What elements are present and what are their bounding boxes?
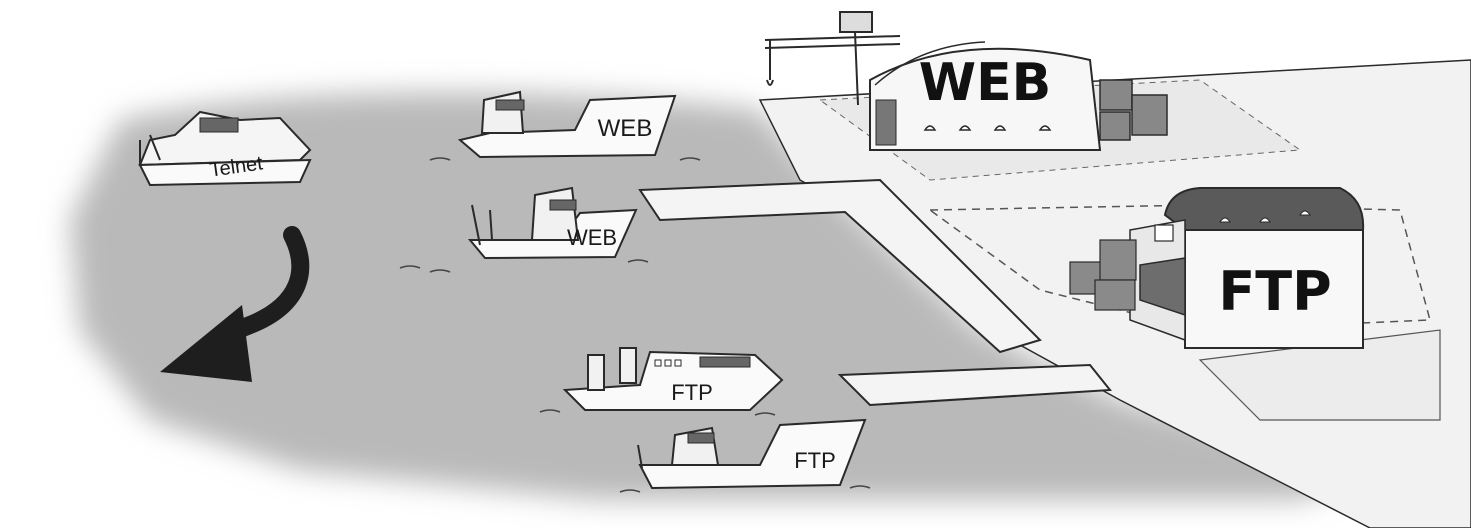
boat-web-1: WEB: [457, 90, 677, 159]
pier-lower: [837, 363, 1112, 407]
cargo-boxes-icon: [1099, 79, 1168, 141]
web-building: WEB: [869, 41, 1102, 151]
boat-ftp-1-label: FTP: [671, 380, 713, 405]
web-building-label: WEB: [919, 53, 1052, 113]
pier-upper: [638, 178, 1042, 354]
boat-ftp-1: FTP: [562, 347, 784, 411]
boat-web-2-label: WEB: [567, 225, 617, 250]
ftp-building-label: FTP: [1218, 260, 1331, 323]
water-ripples: [399, 157, 871, 493]
curved-arrow-icon: [160, 226, 310, 382]
boat-web-1-label: WEB: [598, 115, 653, 142]
boat-ftp-2: FTP: [637, 418, 867, 490]
water-area: [70, 92, 1380, 500]
crane-icon: [764, 11, 901, 106]
boat-web-2: WEB: [467, 186, 638, 260]
boat-ftp-2-label: FTP: [794, 448, 836, 473]
ftp-building: FTP: [1069, 187, 1365, 349]
boat-telnet: Telnet: [138, 110, 312, 187]
